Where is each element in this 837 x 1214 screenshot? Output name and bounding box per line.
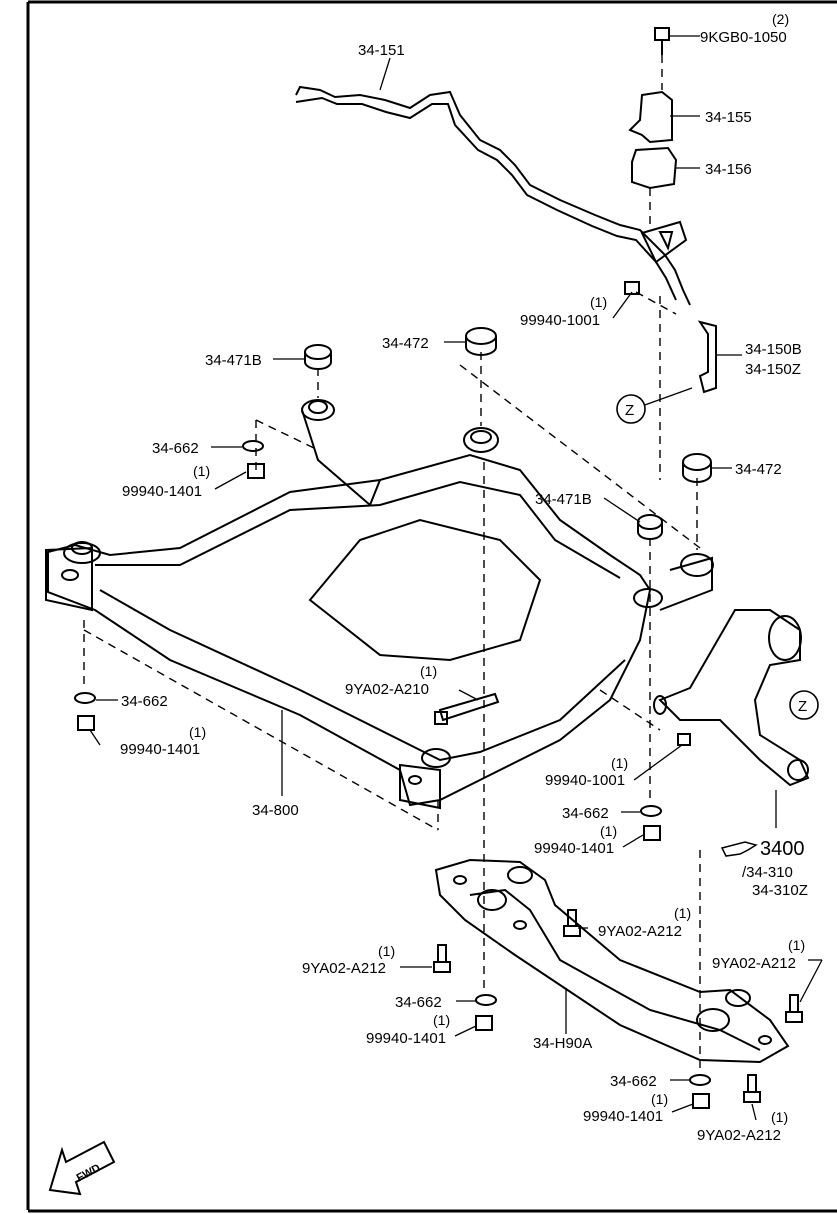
label-nut-arm-qty: (1) [611, 755, 628, 771]
bushing-left-top [304, 344, 332, 360]
label-ref-group: 3400 [760, 838, 805, 860]
nut-mid [643, 825, 661, 841]
label-crossmember: 34-800 [252, 802, 299, 819]
bushing-right-top [682, 453, 712, 471]
label-bolt-left-qty: (1) [378, 943, 395, 959]
label-nut-link: 99940-1001 [520, 312, 600, 329]
control-arm [658, 609, 810, 787]
nut-bottom [692, 1093, 710, 1109]
label-nut-front-qty: (1) [189, 724, 206, 740]
label-bolt-top-qty: (2) [772, 11, 789, 27]
plate-bolt-right [785, 994, 803, 1023]
label-washer-left: 34-662 [152, 440, 199, 457]
lower-plate [434, 858, 790, 1064]
label-link-alt: 34-150Z [745, 361, 801, 378]
label-ref-z-lower: Z [798, 698, 807, 715]
crossmember-body [47, 453, 652, 807]
stabilizer-bar [295, 85, 691, 306]
label-nut-low: 99940-1401 [366, 1030, 446, 1047]
stab-bushing [631, 146, 678, 190]
label-nut-left: 99940-1401 [122, 483, 202, 500]
label-plate: 34-H90A [533, 1035, 592, 1052]
label-bolt-plate-qty: (1) [674, 905, 691, 921]
label-bolt-left: 9YA02-A212 [302, 960, 386, 977]
label-washer-mid: 34-662 [562, 805, 609, 822]
hand-pointer-icon [720, 841, 758, 857]
bushing-right-lower [637, 514, 663, 530]
label-ref-arm: /34-310 [742, 864, 793, 881]
label-mount-right-lower: 34-471B [535, 491, 592, 508]
label-bolt-long-qty: (1) [420, 663, 437, 679]
label-nut-front: 99940-1401 [120, 741, 200, 758]
label-nut-bottom-qty: (1) [651, 1091, 668, 1107]
label-nut-link-qty: (1) [590, 294, 607, 310]
arm-nut [677, 733, 691, 746]
nut-low [475, 1015, 493, 1031]
washer-left [242, 440, 264, 452]
washer-front [74, 692, 96, 704]
label-stabilizer: 34-151 [358, 42, 405, 59]
forward-arrow-icon: FWD [48, 1140, 116, 1196]
label-link: 34-150B [745, 341, 802, 358]
label-nut-low-qty: (1) [433, 1012, 450, 1028]
label-bolt-right: 9YA02-A212 [712, 955, 796, 972]
plate-bolt-bottom [743, 1074, 761, 1103]
label-nut-left-qty: (1) [193, 463, 210, 479]
washer-bottom [689, 1074, 711, 1086]
stab-link [697, 320, 717, 394]
label-bolt-right-qty: (1) [788, 937, 805, 953]
stab-bracket [628, 90, 673, 144]
label-bolt-long: 9YA02-A210 [345, 681, 429, 698]
bushing-center-top [465, 327, 497, 345]
label-bolt-bottom-qty: (1) [771, 1109, 788, 1125]
label-ref-z-upper: Z [625, 402, 634, 419]
ref-circle-z-lower [789, 690, 819, 720]
label-nut-mid: 99940-1401 [534, 840, 614, 857]
label-bolt-bottom: 9YA02-A212 [697, 1127, 781, 1144]
washer-low [475, 994, 497, 1006]
label-washer-front: 34-662 [121, 693, 168, 710]
label-mount-center-upper: 34-472 [382, 335, 429, 352]
label-bolt-plate: 9YA02-A212 [598, 923, 682, 940]
plate-bolt-mid [563, 909, 581, 937]
plate-bolt-left [433, 944, 451, 973]
label-nut-arm: 99940-1001 [545, 772, 625, 789]
ref-circle-z-upper [616, 394, 646, 424]
label-washer-low: 34-662 [395, 994, 442, 1011]
label-bolt-top: 9KGB0-1050 [700, 29, 787, 46]
mount-center [463, 427, 499, 453]
label-nut-mid-qty: (1) [600, 823, 617, 839]
washer-mid [640, 805, 662, 817]
label-bracket: 34-155 [705, 109, 752, 126]
label-ref-arm-alt: 34-310Z [752, 882, 808, 899]
link-nut [624, 281, 640, 295]
label-mount-left-upper: 34-471B [205, 352, 262, 369]
mount-left-upper [301, 399, 335, 421]
label-washer-bottom: 34-662 [610, 1073, 657, 1090]
long-bolt [438, 692, 500, 722]
nut-front [77, 715, 95, 731]
label-mount-right-upper: 34-472 [735, 461, 782, 478]
label-bushing-stab: 34-156 [705, 161, 752, 178]
label-nut-bottom: 99940-1401 [583, 1108, 663, 1125]
top-bolt [654, 27, 670, 41]
